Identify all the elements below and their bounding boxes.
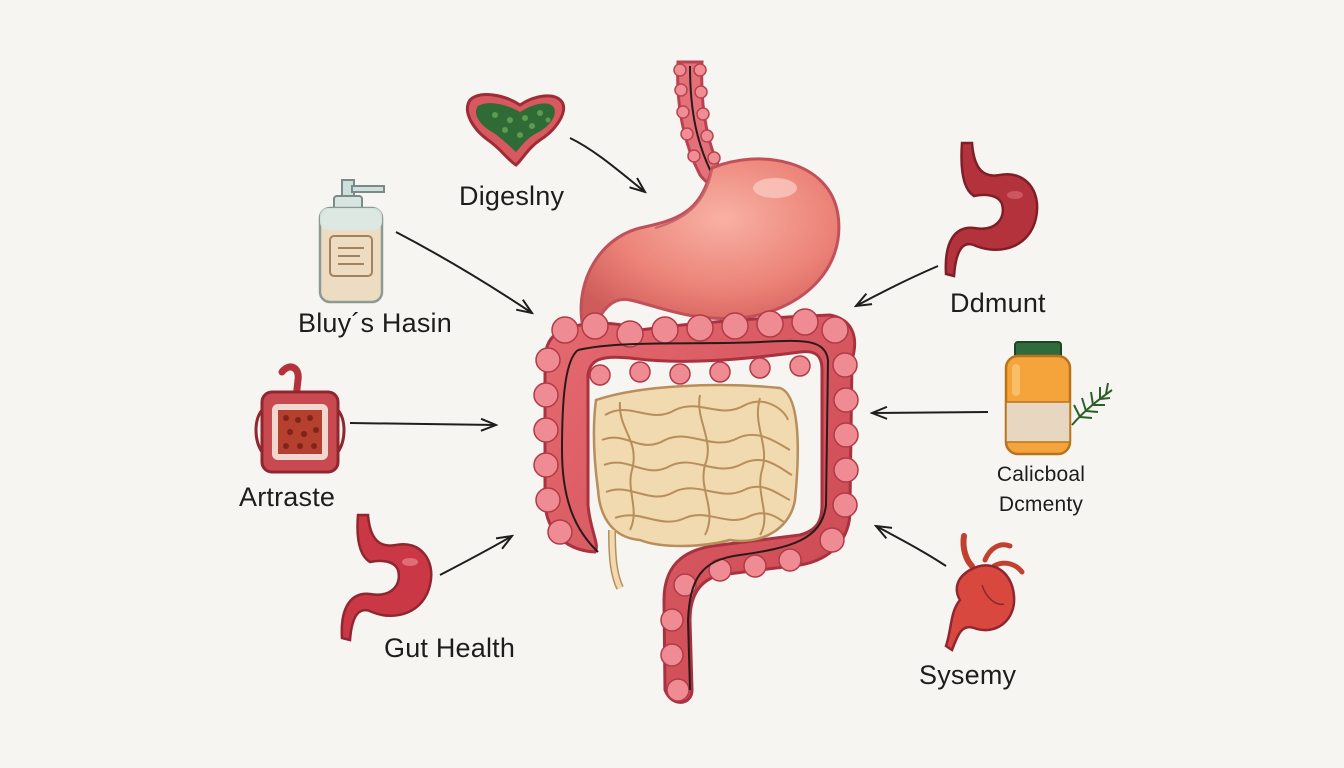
intestine-box-icon (254, 363, 346, 474)
label-left-middle: Artraste (239, 482, 336, 512)
label-right-middle-line2: Dcmenty (998, 493, 1084, 516)
digestive-tract (533, 60, 859, 704)
arrow-left-top (395, 231, 532, 313)
pump-bottle-icon (318, 179, 385, 304)
stomach-icon (340, 513, 433, 642)
label-right-middle: Calicboal Dcmenty (985, 460, 1097, 520)
arrow-top (569, 137, 645, 192)
arrow-left-middle (349, 423, 496, 425)
arrows (349, 137, 989, 576)
stomach (579, 157, 841, 331)
arrow-right-top (856, 265, 939, 306)
small-intestine (592, 383, 800, 548)
herb-sprig-icon (1071, 382, 1113, 426)
label-right-top: Ddmunt (950, 288, 1046, 318)
stomach-icon (944, 141, 1039, 278)
heart-icon (944, 533, 1025, 652)
label-top: Digeslny (459, 181, 565, 211)
large-intestine (543, 313, 857, 704)
arrow-right-middle (872, 412, 989, 413)
esophagus-bumps (673, 63, 721, 165)
liver-icon (465, 93, 565, 167)
label-left-top: Bluy´s Hasin (298, 308, 452, 338)
label-right-middle-line1: Calicboal (996, 463, 1086, 486)
supplement-jar-icon (1004, 341, 1072, 456)
colon-haustra (533, 308, 859, 702)
small-intestine-coils (601, 394, 793, 536)
arrow-right-bottom (876, 526, 947, 567)
label-left-bottom: Gut Health (384, 633, 516, 663)
label-right-bottom: Sysemy (919, 660, 1017, 690)
arrow-left-bottom (439, 536, 512, 576)
